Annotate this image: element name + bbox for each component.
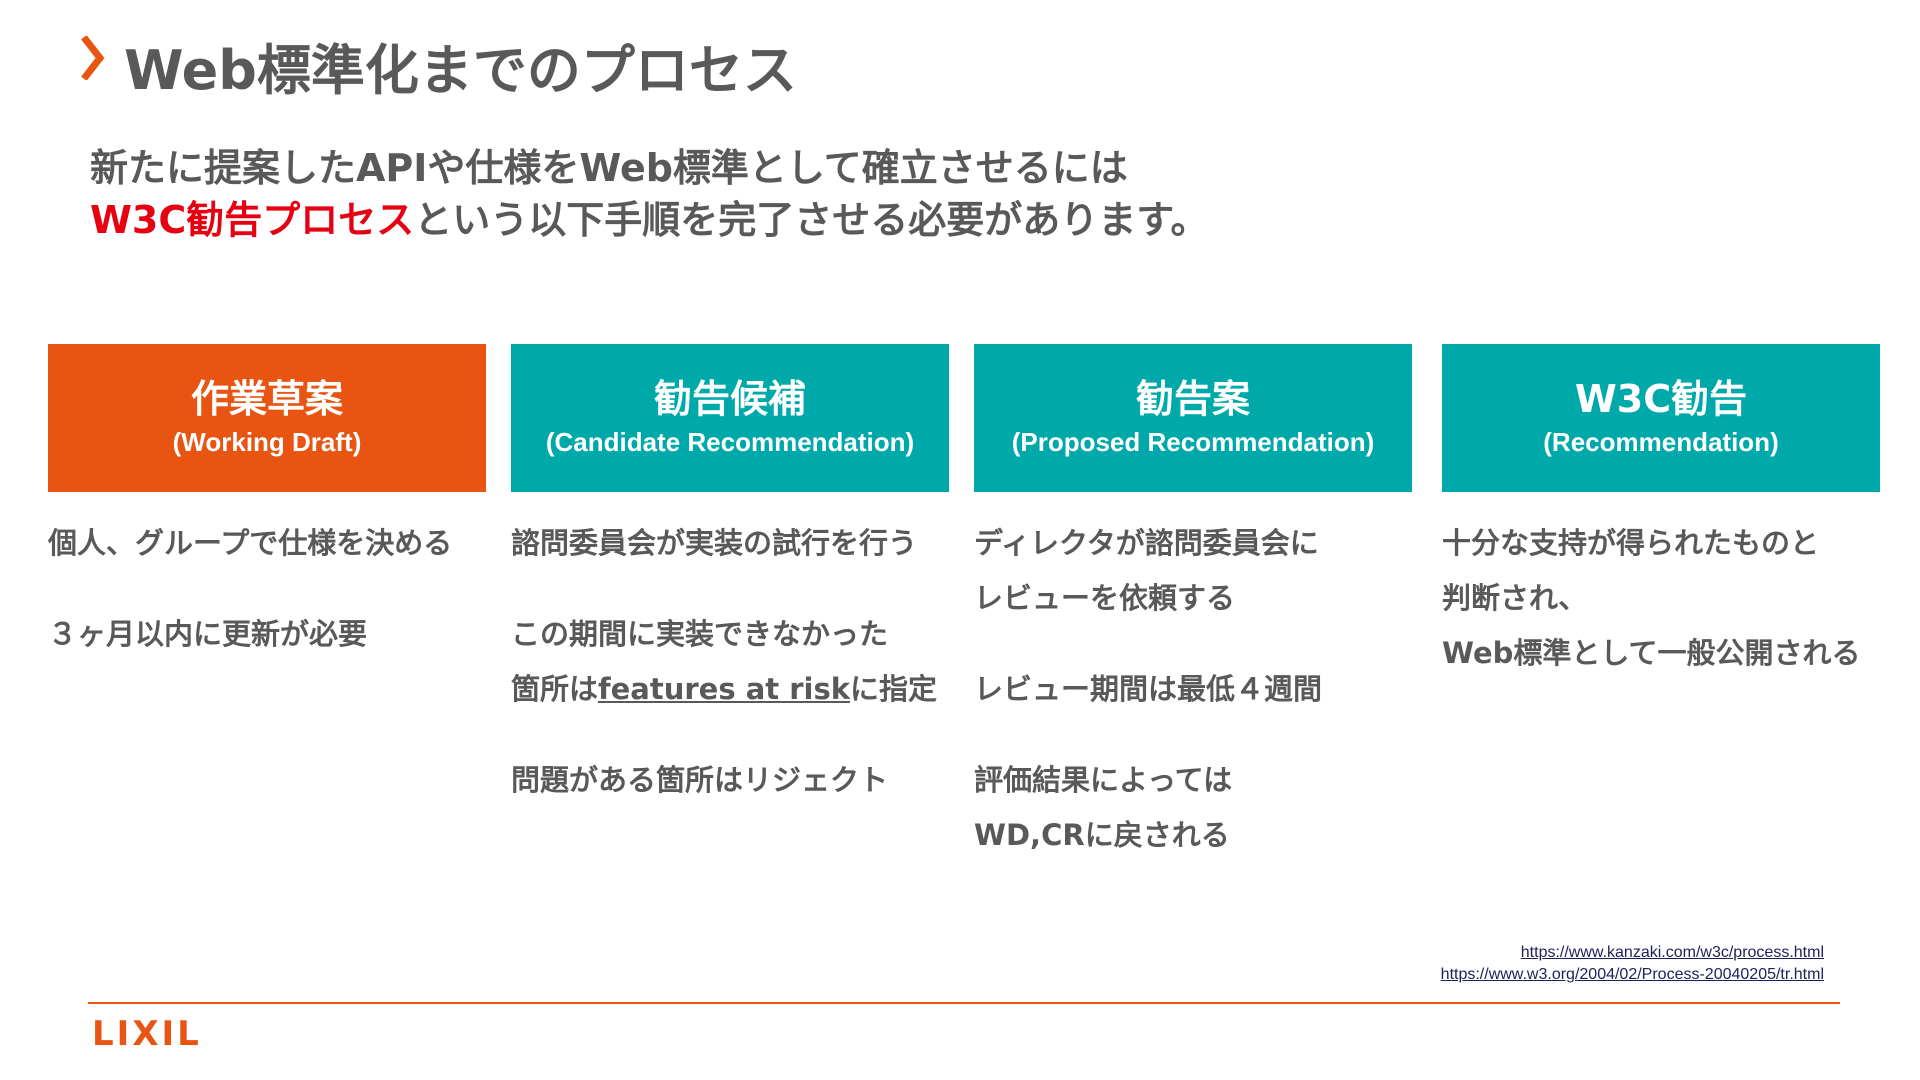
intro-highlight: W3C勧告プロセス	[90, 198, 415, 242]
chevron-right-icon	[81, 36, 105, 80]
desc-line: ディレクタが諮問委員会に	[974, 526, 1319, 560]
intro-text: 新たに提案したAPIや仕様をWeb標準として確立させるには W3C勧告プロセスと…	[90, 142, 1208, 246]
desc-line: WD,CRに戻される	[974, 818, 1230, 852]
intro-line-1: 新たに提案したAPIや仕様をWeb標準として確立させるには	[90, 146, 1128, 190]
desc-suffix: に指定	[850, 672, 938, 706]
step-box-recommendation: W3C勧告 (Recommendation)	[1442, 344, 1880, 492]
step-box-working-draft: 作業草案 (Working Draft)	[48, 344, 486, 492]
step-name: 勧告案	[1135, 377, 1250, 421]
step-box-candidate-recommendation: 勧告候補 (Candidate Recommendation)	[511, 344, 949, 492]
desc-line: 箇所はfeatures at riskに指定	[511, 662, 951, 717]
step-box-proposed-recommendation: 勧告案 (Proposed Recommendation)	[974, 344, 1412, 492]
desc-line: 評価結果によっては	[974, 763, 1233, 797]
desc-line: この期間に実装できなかった	[511, 617, 889, 651]
desc-prefix: 箇所は	[511, 672, 599, 706]
step-subtitle: (Recommendation)	[1543, 427, 1779, 457]
desc-line: レビュー期間は最低４週間	[974, 672, 1323, 706]
step-name: 作業草案	[190, 377, 343, 421]
step-desc-proposed-recommendation: ディレクタが諮問委員会に レビューを依頼する レビュー期間は最低４週間 評価結果…	[974, 516, 1414, 863]
step-subtitle: (Candidate Recommendation)	[545, 427, 915, 457]
step-desc-candidate-recommendation: 諮問委員会が実装の試行を行う この期間に実装できなかった 箇所はfeatures…	[511, 516, 951, 808]
intro-line-2-rest: という以下手順を完了させる必要があります。	[414, 198, 1209, 242]
desc-line: Web標準として一般公開される	[1442, 636, 1861, 670]
step-name: 勧告候補	[653, 377, 806, 421]
desc-line: 判断され、	[1442, 581, 1588, 615]
desc-line: レビューを依頼する	[974, 581, 1236, 615]
lixil-logo: LIXIL	[92, 1014, 202, 1054]
features-at-risk-link[interactable]: features at risk	[598, 672, 851, 706]
reference-link-w3[interactable]: https://www.w3.org/2004/02/Process-20040…	[1440, 966, 1824, 983]
step-desc-working-draft: 個人、グループで仕様を決める ３ヶ月以内に更新が必要	[48, 516, 488, 662]
footer-divider	[88, 1002, 1840, 1004]
desc-line: 問題がある箇所はリジェクト	[511, 763, 889, 797]
desc-line: 個人、グループで仕様を決める	[48, 526, 453, 560]
desc-line: 諮問委員会が実装の試行を行う	[511, 526, 918, 560]
step-subtitle: (Proposed Recommendation)	[1011, 427, 1375, 457]
page-title: Web標準化までのプロセス	[124, 39, 797, 102]
intro-line-2: W3C勧告プロセスという以下手順を完了させる必要があります。	[90, 194, 1208, 246]
desc-line: ３ヶ月以内に更新が必要	[48, 617, 368, 651]
step-subtitle: (Working Draft)	[172, 427, 362, 457]
reference-links: https://www.kanzaki.com/w3c/process.html…	[1441, 942, 1824, 986]
step-name: W3C勧告	[1574, 377, 1748, 421]
step-desc-recommendation: 十分な支持が得られたものと 判断され、 Web標準として一般公開される	[1442, 516, 1882, 681]
desc-line: 十分な支持が得られたものと	[1442, 526, 1820, 560]
reference-link-kanzaki[interactable]: https://www.kanzaki.com/w3c/process.html	[1520, 944, 1824, 961]
